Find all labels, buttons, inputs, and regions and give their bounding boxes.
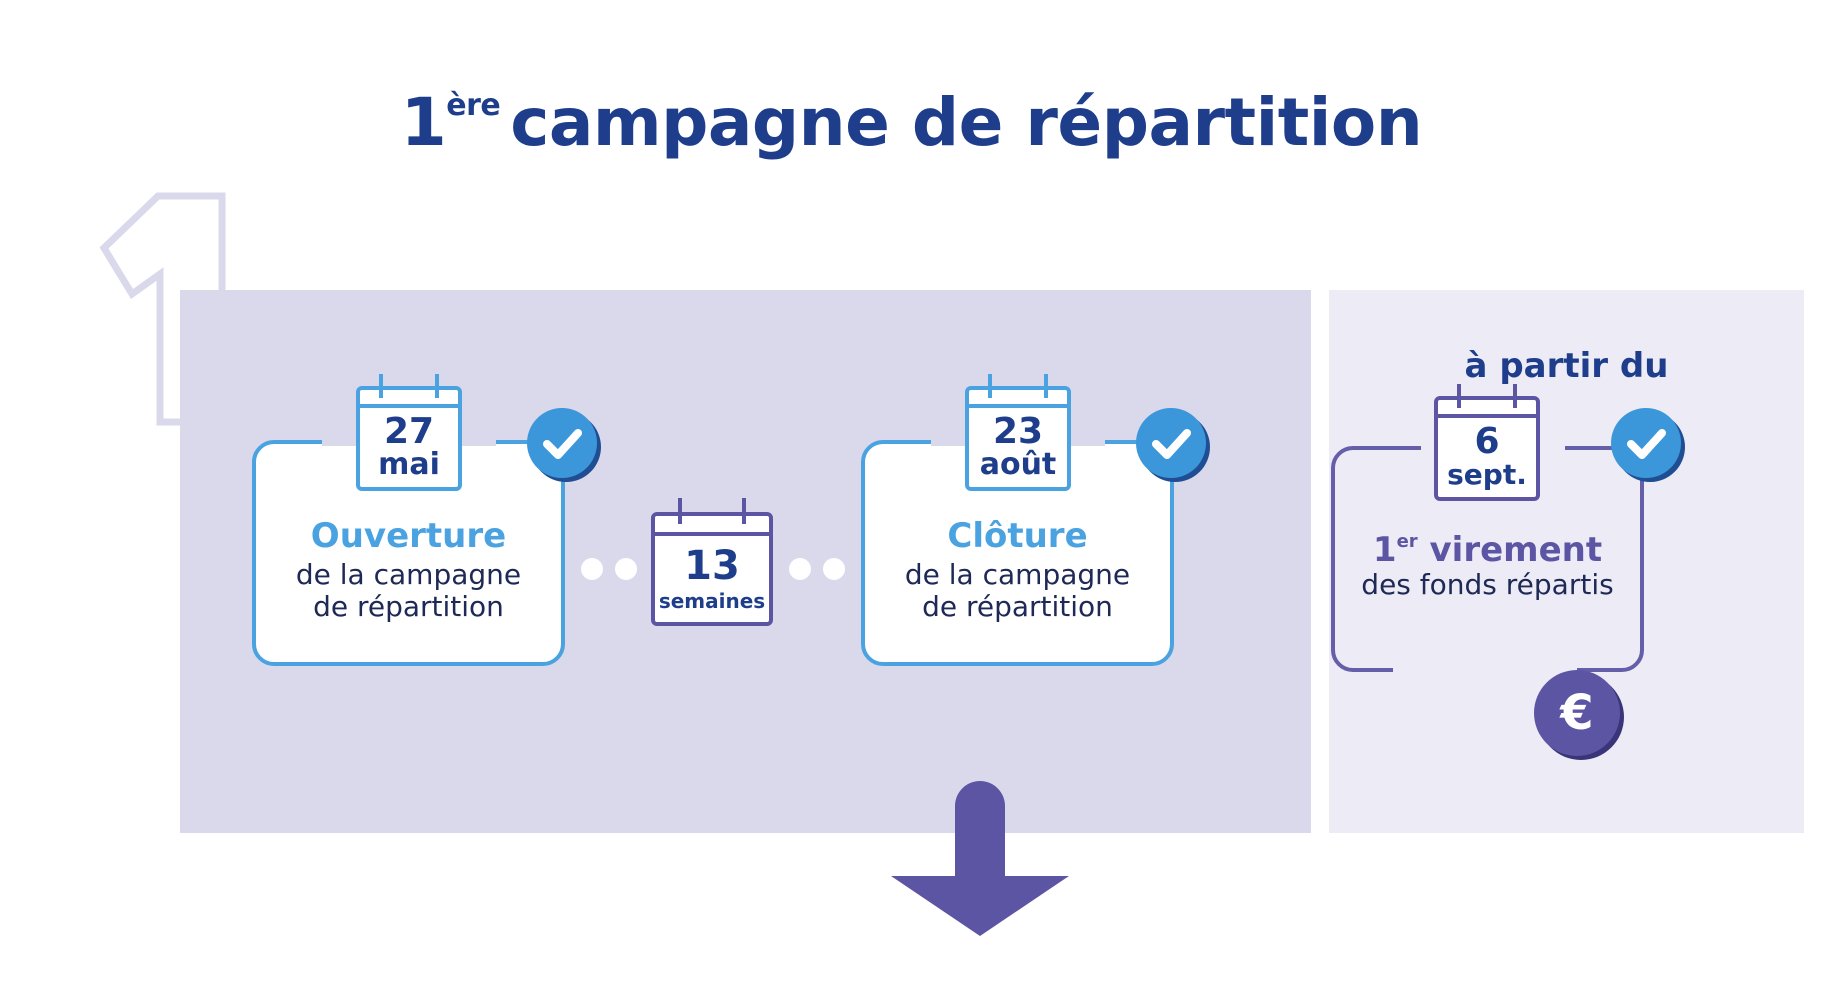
- calendar-icon: 27 mai: [355, 372, 463, 492]
- connector-dot: [581, 558, 603, 580]
- payment-date-day: 6: [1474, 421, 1500, 462]
- payment-card: 1er virement des fonds répartis: [1331, 444, 1644, 676]
- panel-divider: [1311, 290, 1329, 833]
- payment-title-suffix: er: [1396, 531, 1418, 552]
- connector-dot: [823, 558, 845, 580]
- closing-line1: de la campagne: [904, 558, 1131, 591]
- payment-subtitle: des fonds répartis: [1361, 568, 1614, 601]
- duration-unit: semaines: [658, 589, 766, 613]
- payment-title-number: 1: [1372, 530, 1397, 570]
- closing-title: Clôture: [947, 516, 1088, 556]
- closing-date-month: août: [979, 447, 1057, 482]
- duration-value: 13: [684, 543, 740, 589]
- opening-card: Ouverture de la campagne de répartition: [252, 438, 565, 666]
- title-ordinal-number: 1: [400, 84, 447, 161]
- closing-date-day: 23: [992, 411, 1044, 452]
- opening-line1: de la campagne: [295, 558, 522, 591]
- check-icon: [1136, 408, 1206, 478]
- check-icon: [1611, 408, 1681, 478]
- duration-calendar: 13 semaines: [650, 496, 774, 628]
- connector-dot: [789, 558, 811, 580]
- closing-line2: de répartition: [922, 590, 1113, 623]
- calendar-icon: 6 sept.: [1433, 382, 1541, 502]
- connector-dot: [615, 558, 637, 580]
- title-text: campagne de répartition: [510, 84, 1423, 161]
- page-title: 1ère campagne de répartition: [0, 84, 1823, 161]
- title-ordinal-suffix: ère: [446, 88, 501, 123]
- calendar-icon: 23 août: [964, 372, 1072, 492]
- payment-date-month: sept.: [1447, 458, 1527, 491]
- opening-date-day: 27: [383, 411, 435, 452]
- opening-title: Ouverture: [310, 516, 507, 556]
- payment-title-text: virement: [1429, 530, 1603, 570]
- from-label: à partir du: [1464, 346, 1669, 386]
- opening-date-month: mai: [378, 447, 440, 482]
- opening-line2: de répartition: [313, 590, 504, 623]
- arrow-down-icon: [891, 781, 1069, 936]
- check-icon: [527, 408, 597, 478]
- payment-title: 1er virement: [1335, 530, 1640, 570]
- euro-icon: €: [1534, 670, 1620, 756]
